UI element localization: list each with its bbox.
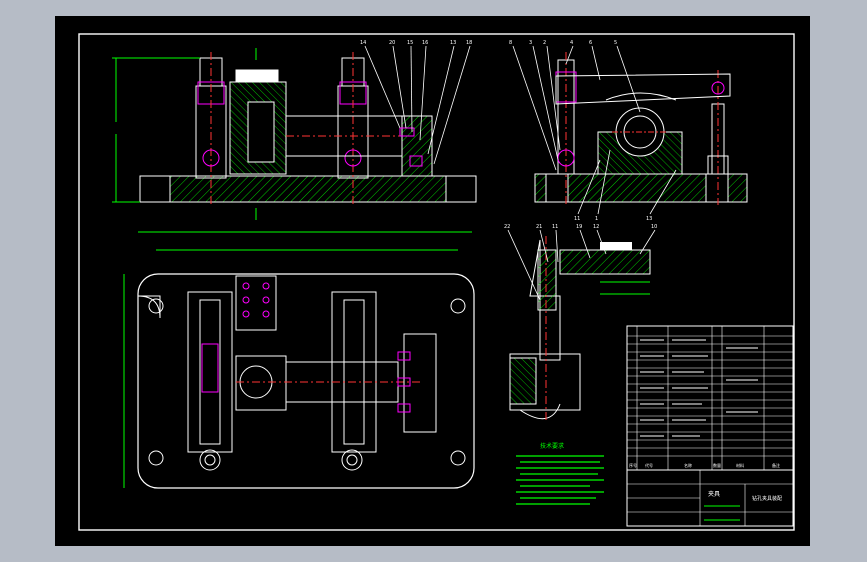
title-block: 夹具 钻孔夹具装配 <box>626 469 794 527</box>
balloon-6: 6 <box>589 40 592 46</box>
notes-title: 技术要求 <box>540 442 564 450</box>
balloon-20: 20 <box>389 40 395 46</box>
balloon-19: 19 <box>576 224 582 230</box>
bom-header-qty: 数量 <box>713 462 721 468</box>
bom-header-remark: 备注 <box>772 462 780 468</box>
balloon-5: 5 <box>614 40 617 46</box>
bom-header-name: 名称 <box>684 462 692 468</box>
drawing-sheet <box>55 16 810 546</box>
balloon-8: 8 <box>509 40 512 46</box>
balloon-13b: 13 <box>646 216 652 222</box>
bom-header-material: 材料 <box>736 462 744 468</box>
balloon-2: 2 <box>543 40 546 46</box>
drawing-frame <box>78 33 795 531</box>
balloon-13: 13 <box>450 40 456 46</box>
balloon-22: 22 <box>504 224 510 230</box>
balloon-10: 10 <box>651 224 657 230</box>
title-right: 钻孔夹具装配 <box>752 495 782 502</box>
balloon-4: 4 <box>570 40 573 46</box>
front-view: 14 20 15 16 13 18 <box>111 40 477 220</box>
balloon-16: 16 <box>422 40 428 46</box>
title-left: 夹具 <box>708 490 720 498</box>
bom-header-no: 序号 <box>629 462 637 468</box>
top-view <box>123 231 475 489</box>
balloon-15: 15 <box>407 40 413 46</box>
balloon-11: 11 <box>574 216 580 222</box>
balloon-11b: 11 <box>552 224 558 230</box>
balloon-14: 14 <box>360 40 366 46</box>
balloon-3: 3 <box>529 40 532 46</box>
side-view: 8 3 2 4 6 5 11 1 13 <box>509 40 748 222</box>
balloon-18: 18 <box>466 40 472 46</box>
balloon-12: 12 <box>593 224 599 230</box>
bom-header-code: 代号 <box>645 462 653 468</box>
balloon-21: 21 <box>536 224 542 230</box>
detail-section: 22 21 11 19 12 10 <box>504 224 657 420</box>
technical-notes: 技术要求 <box>516 442 604 505</box>
balloon-1: 1 <box>595 216 598 222</box>
